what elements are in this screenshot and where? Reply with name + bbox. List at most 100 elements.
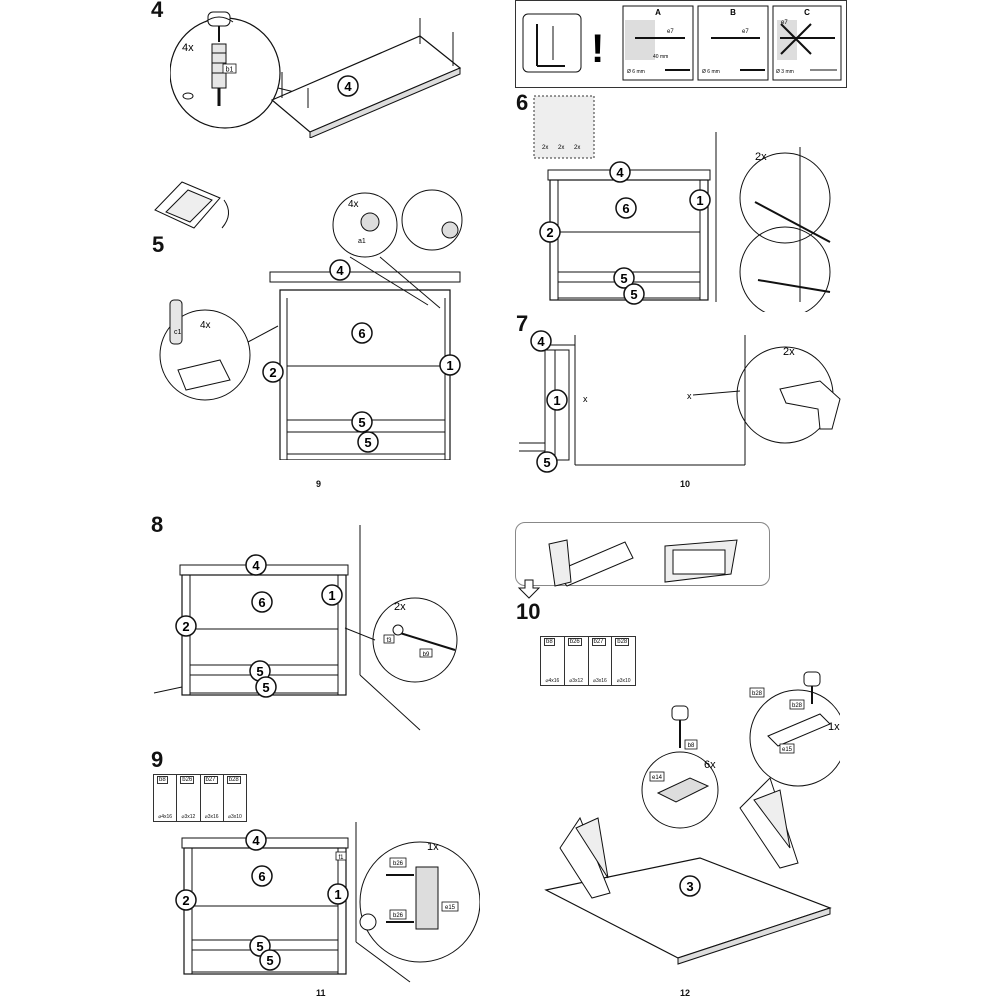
drill-mark-2: x: [687, 391, 692, 401]
label-5b: 5: [364, 435, 371, 450]
legend-b27-size: ⌀3x16: [592, 678, 607, 684]
label-5b: 5: [262, 680, 269, 695]
step-9-illustration: 4 6 2 1 5 5 1x b26 b26 e15 f1: [175, 822, 480, 983]
step-6-number: 6: [516, 90, 529, 115]
step-8-number: 8: [151, 512, 164, 537]
part-c1: c1: [174, 329, 182, 336]
label-5a: 5: [256, 939, 263, 954]
step-9-number: 9: [151, 747, 164, 772]
part-f3: f3: [386, 638, 392, 644]
step-10-number: 10: [516, 599, 541, 624]
part-b26-top: b26: [393, 861, 404, 867]
part-f1: f1: [338, 855, 344, 861]
label-2: 2: [546, 225, 553, 240]
legend-b8-code: b8: [157, 776, 168, 784]
label-5a: 5: [256, 664, 263, 679]
panel-b-part: e7: [742, 29, 749, 35]
legend-b8-code: b8: [544, 638, 555, 646]
legend-b8-size: ⌀4x16: [158, 814, 173, 820]
legend-b8: b8 ⌀4x16: [541, 637, 565, 685]
board-label: 3: [686, 879, 693, 894]
panel-a-dim: 40 mm: [653, 54, 668, 60]
part-b9: b9: [423, 652, 430, 658]
label-2: 2: [269, 365, 276, 380]
legend-b28-size: ⌀3x10: [616, 678, 631, 684]
part-a1: a1: [358, 238, 366, 245]
part-b28-right: b28: [792, 703, 803, 709]
step-4-illustration: 4 4x b1: [170, 11, 462, 138]
step-6-multiplier: 2x: [755, 151, 767, 163]
label-6: 6: [258, 869, 265, 884]
label-1: 1: [334, 887, 341, 902]
step-10-fastener-legend: b8 ⌀4x16 b26 ⌀3x12 b27 ⌀3x16 b28 ⌀3x10: [540, 636, 636, 686]
label-4: 4: [336, 263, 344, 278]
label-1: 1: [446, 358, 453, 373]
legend-b27: b27 ⌀3x16: [589, 637, 613, 685]
page-number-10: 10: [680, 479, 691, 489]
part-e15: e15: [445, 905, 456, 911]
part-e14: e14: [652, 775, 663, 781]
part-b1: b1: [226, 67, 234, 74]
panel-b-letter: B: [730, 8, 736, 17]
legend-b27: b27 ⌀3x16: [201, 775, 224, 821]
legend-b26-code: b26: [180, 776, 195, 784]
page-number-11: 11: [316, 988, 326, 998]
label-5a: 5: [620, 271, 627, 286]
kit-count-3: 2x: [574, 145, 580, 151]
step-5-illustration: 4 6 2 1 5 5 4x a1 4x c1: [154, 181, 463, 460]
step-10-illustration: 3 6x 1x b8 e14 b28 b28 e15: [544, 671, 840, 965]
step-10-mult-b: 1x: [828, 721, 840, 733]
legend-b26-size: ⌀3x12: [181, 814, 196, 820]
label-5b: 5: [630, 287, 637, 302]
part-b8: b8: [688, 743, 695, 749]
step-10-overview: [517, 539, 738, 599]
label-2: 2: [182, 619, 189, 634]
step-6-illustration: 2x 2x 2x 4 6 2 1 5 5 2x: [533, 95, 831, 312]
wall-warning-box: [515, 0, 847, 88]
page-number-9: 9: [316, 479, 322, 489]
legend-b28-size: ⌀3x10: [227, 814, 242, 820]
label-1: 1: [553, 393, 560, 408]
wall-warning-illustration: ! A B C e7 e7 e7 40 mm Ø 6 mm Ø 6 mm Ø 3…: [522, 5, 842, 81]
panel-c-part: e7: [781, 20, 788, 26]
label-1: 1: [696, 193, 703, 208]
kit-count-1: 2x: [542, 145, 548, 151]
legend-b27-code: b27: [203, 776, 218, 784]
step-5-mult-c: 4x: [200, 320, 211, 331]
step-7-illustration: 4 1 5 x x 2x: [519, 330, 841, 473]
label-6: 6: [358, 326, 365, 341]
page-number-12: 12: [680, 988, 691, 998]
label-6: 6: [258, 595, 265, 610]
legend-b28: b28 ⌀3x10: [612, 637, 635, 685]
part-e15: e15: [782, 747, 793, 753]
label-5: 5: [543, 455, 550, 470]
legend-b28-code: b28: [226, 776, 241, 784]
step-5-mult-a: 4x: [348, 199, 359, 210]
panel-a-drill: Ø 6 mm: [627, 69, 645, 75]
label-6: 6: [622, 201, 629, 216]
label-2: 2: [182, 893, 189, 908]
legend-b26-code: b26: [567, 638, 582, 646]
legend-b26: b26 ⌀3x12: [565, 637, 589, 685]
legend-b27-size: ⌀3x16: [204, 814, 219, 820]
step-8-illustration: 4 6 2 1 5 5 2x f3 b9: [153, 525, 458, 731]
legend-b28: b28 ⌀3x10: [224, 775, 246, 821]
label-5b: 5: [266, 953, 273, 968]
legend-b26-size: ⌀3x12: [569, 678, 584, 684]
step-4-multiplier: 4x: [182, 42, 194, 54]
label-4: 4: [252, 558, 260, 573]
label-5a: 5: [358, 415, 365, 430]
panel-a-letter: A: [655, 8, 661, 17]
step-9-fastener-legend: b8 ⌀4x16 b26 ⌀3x12 b27 ⌀3x16 b28 ⌀3x10: [153, 774, 247, 822]
legend-b27-code: b27: [591, 638, 606, 646]
label-4: 4: [616, 165, 624, 180]
svg-text:!: !: [591, 27, 604, 71]
board-label: 4: [344, 79, 352, 94]
panel-c-drill: Ø 3 mm: [776, 69, 794, 75]
legend-b8: b8 ⌀4x16: [154, 775, 178, 821]
legend-b28-code: b28: [615, 638, 630, 646]
step-5-number: 5: [152, 232, 165, 257]
step-7-multiplier: 2x: [783, 346, 795, 358]
part-b28-left: b28: [752, 691, 763, 697]
label-1: 1: [328, 588, 335, 603]
